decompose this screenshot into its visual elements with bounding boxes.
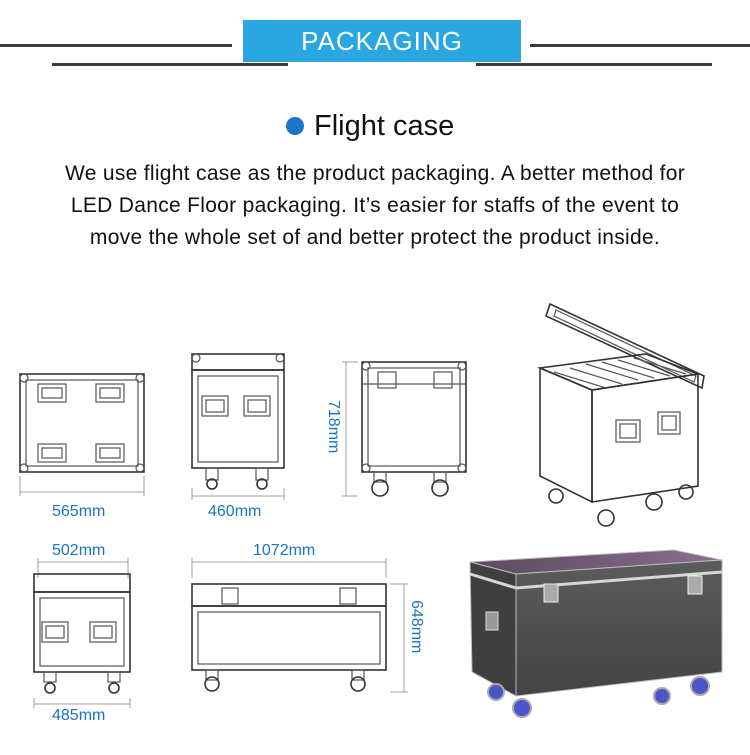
- section-heading-text: Flight case: [314, 109, 455, 142]
- small-case-front-drawing: [33, 558, 131, 708]
- case-side-view-drawing: [342, 361, 467, 497]
- dim-small-case-bottom-width: 485mm: [52, 707, 106, 724]
- long-case-perspective-drawing: [469, 549, 723, 718]
- bullet-dot-icon: [286, 117, 304, 135]
- dim-front-view-width: 460mm: [208, 503, 262, 520]
- packaging-banner: PACKAGING: [243, 20, 521, 62]
- dim-top-view-width: 565mm: [52, 503, 106, 520]
- header-line-right-bottom: [476, 63, 712, 66]
- header-line-right-top: [530, 44, 750, 47]
- case-top-view-drawing: [19, 373, 145, 496]
- dim-side-view-height: 718mm: [325, 400, 342, 454]
- dim-small-case-top-width: 502mm: [52, 542, 106, 559]
- banner-title: PACKAGING: [301, 25, 463, 56]
- dim-long-case-height: 648mm: [408, 600, 425, 654]
- section-heading: Flight case: [286, 106, 454, 146]
- case-open-perspective-drawing: [536, 302, 705, 527]
- dim-long-case-width: 1072mm: [253, 542, 316, 559]
- header-line-left-top: [0, 44, 232, 47]
- header-line-left-bottom: [52, 63, 288, 66]
- long-case-front-drawing: [191, 558, 408, 693]
- case-front-view-drawing: [191, 353, 285, 500]
- section-paragraph: We use flight case as the product packag…: [64, 162, 685, 249]
